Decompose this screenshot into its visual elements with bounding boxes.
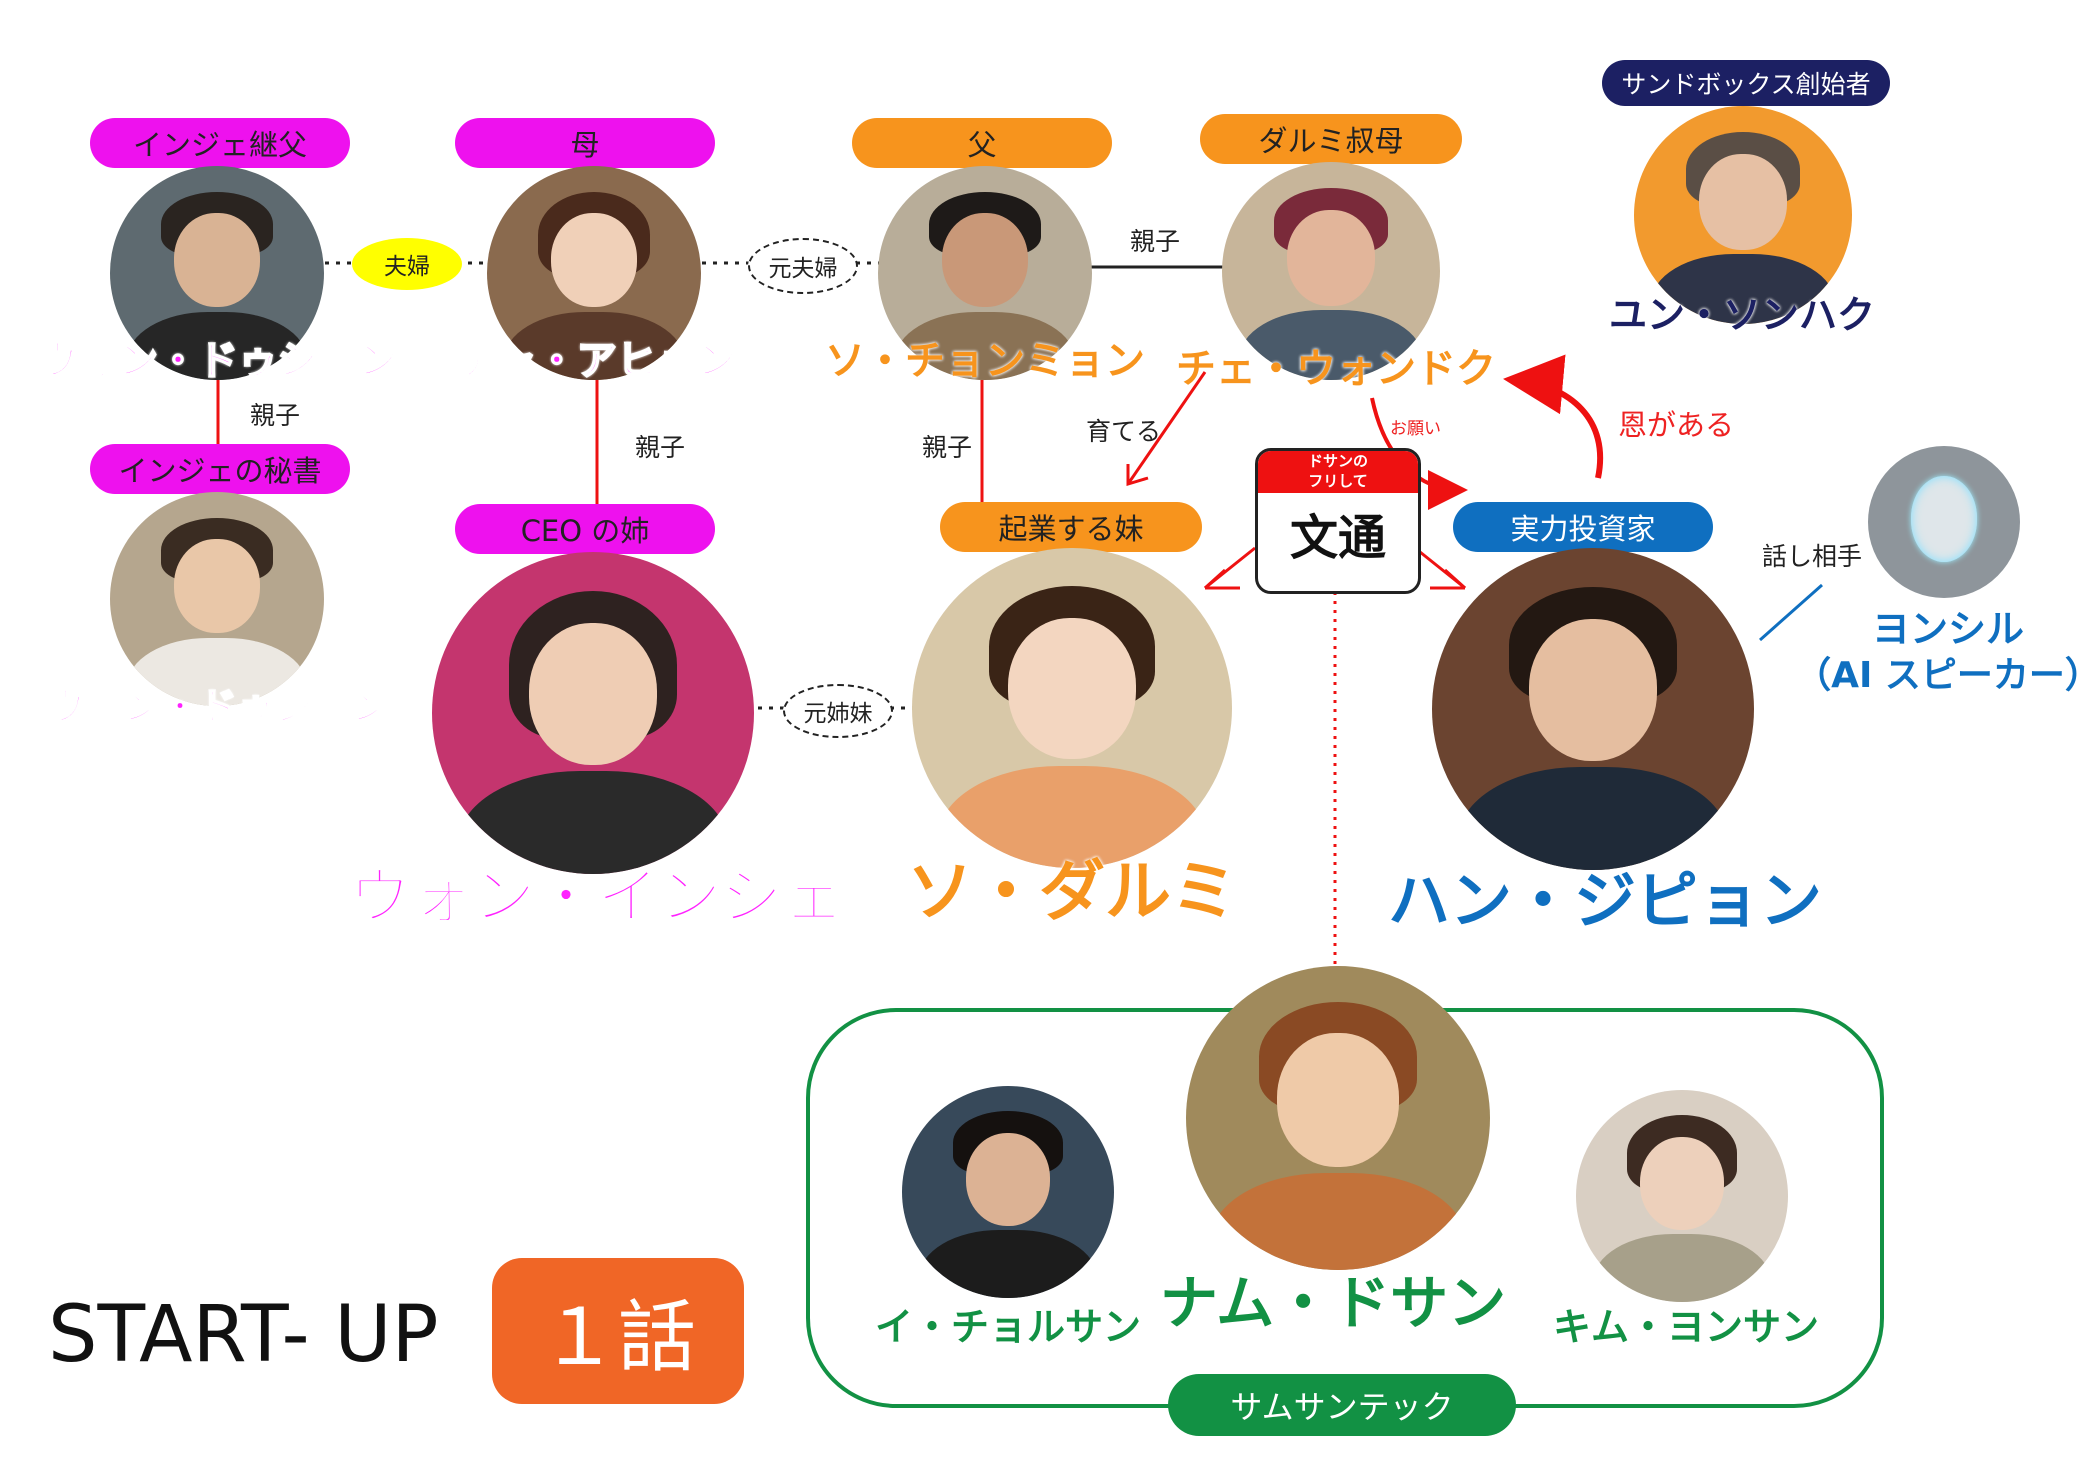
yongsil-portrait [1868,446,2020,598]
letter-to-jipyeong-fork-b [1443,568,1467,590]
father-portrait [878,166,1092,380]
letter-label: 文通 [1289,510,1386,566]
episode-badge: １話 [492,1258,744,1404]
aunt-role-tag: ダルミ叔母 [1200,114,1462,164]
aunt-portrait [1222,162,1440,380]
secretary-name: ウォン・ドゥジョン [46,684,390,730]
talk-partner-line [1759,583,1823,642]
dosan-name: ナム・ドサン [1159,1269,1507,1337]
jipyeong-name: ハン・ジピョン [1387,864,1823,937]
letter-header: ドサンの フリして [1258,451,1418,493]
stepfather-portrait [110,166,324,380]
pen-pal-letter-box: ドサンの フリして 文通 [1255,448,1421,594]
married-label: 夫婦 [352,238,462,290]
father-role-tag: 父 [852,118,1112,168]
dalmi-name: ソ・ダルミ [907,853,1237,930]
father-name: ソ・チョンミョン [825,338,1145,384]
yongsan-portrait [1576,1090,1788,1302]
father-dalmi-relation: 親子 [922,433,973,462]
raised-arrowhead [1126,464,1149,487]
founder-name: ユン・ソンハク [1608,293,1876,337]
secretary-portrait [110,492,324,706]
letter-pretend-line2: フリして [1308,472,1368,490]
dosan-portrait [1186,966,1490,1270]
talk-partner-label: 話し相手 [1762,542,1863,571]
secretary-role-tag: インジェの秘書 [90,444,350,494]
chulsan-name: イ・チョルサン [874,1305,1142,1349]
stepfather-secretary-relation: 親子 [250,401,301,430]
letter-to-dalmi-fork-b [1203,568,1227,590]
mother-role-tag: 母 [455,118,715,168]
show-title: START- UP [48,1290,439,1380]
mother-injae-relation: 親子 [635,433,686,462]
founder-portrait [1634,106,1852,324]
mother-name: チャ・アヒョン [456,337,738,385]
aunt-name: チェ・ウォンドク [1176,346,1496,392]
injae-name: ウォン・インジェ [348,859,846,934]
stepfather-role-tag: インジェ継父 [90,118,350,168]
injae-role-tag: CEO の姉 [455,504,715,554]
father-aunt-relation: 親子 [1130,227,1181,256]
founder-role-tag: サンドボックス創始者 [1602,60,1890,106]
jipyeong-role-tag: 実力投資家 [1453,502,1713,552]
dalmi-role-tag: 起業する妹 [940,502,1202,552]
yongsil-name-line1: ヨンシル [1871,607,2025,651]
jipyeong-portrait [1432,548,1754,870]
raised-label: 育てる [1086,417,1162,446]
dalmi-portrait [912,548,1232,868]
yongsil-name-line2: （AI スピーカー） [1795,655,2100,696]
chulsan-portrait [902,1086,1114,1298]
ex-sisters-label: 元姉妹 [783,684,893,738]
letter-pretend-line1: ドサンの [1307,452,1368,470]
indebted-arrow [1503,354,1603,479]
mother-portrait [487,166,701,380]
yongsan-name: キム・ヨンサン [1552,1305,1820,1349]
indebted-label: 恩がある [1618,408,1735,442]
samsantech-label: サムサンテック [1168,1374,1516,1436]
raised-arrow [1126,371,1207,485]
request-label: お願い [1390,419,1441,439]
ex-married-label: 元夫婦 [748,238,858,294]
stepfather-name: ウォン・ドゥジョン [37,337,399,385]
ai-speaker-icon [1910,476,1978,562]
injae-portrait [432,552,754,874]
